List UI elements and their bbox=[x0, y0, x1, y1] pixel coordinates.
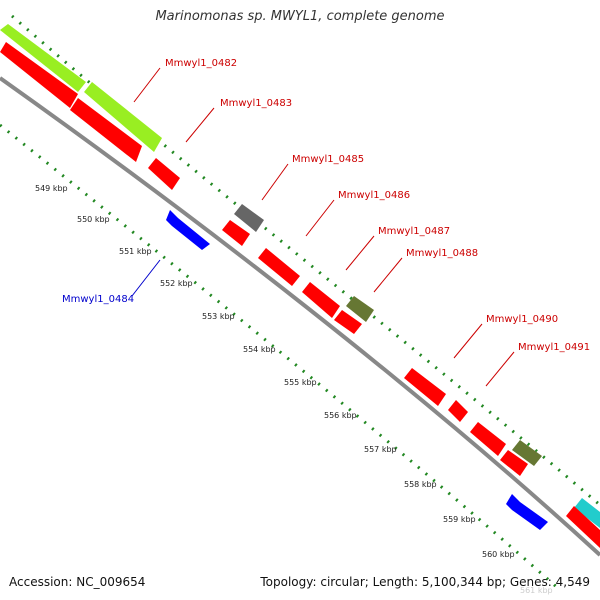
leader-0491 bbox=[485, 351, 515, 387]
inner-dotted-ring bbox=[0, 123, 561, 592]
tick-label: 561 kbp bbox=[520, 586, 553, 595]
tick-label: 552 kbp bbox=[160, 279, 193, 288]
leader-0490 bbox=[453, 323, 483, 359]
leader-0486 bbox=[305, 199, 335, 237]
gene-arrow-red-5[interactable] bbox=[258, 248, 300, 286]
tick-label: 549 kbp bbox=[35, 184, 68, 193]
tick-label: 553 kbp bbox=[202, 312, 235, 321]
gene-arrow-0482b[interactable] bbox=[84, 82, 162, 152]
gene-arrow-red-1[interactable] bbox=[0, 42, 78, 108]
gene-arrow-0484[interactable] bbox=[166, 210, 210, 250]
tick-label: 557 kbp bbox=[364, 445, 397, 454]
genome-backbone bbox=[0, 76, 600, 557]
tick-label: 550 kbp bbox=[77, 215, 110, 224]
gene-label-0483[interactable]: Mmwyl1_0483 bbox=[220, 98, 292, 109]
leader-0482 bbox=[133, 67, 161, 103]
accession-text: Accession: NC_009654 bbox=[9, 575, 146, 589]
tick-label: 555 kbp bbox=[284, 378, 317, 387]
gene-arrow-0482[interactable] bbox=[0, 24, 86, 92]
tick-label: 558 kbp bbox=[404, 480, 437, 489]
summary-text: Topology: circular; Length: 5,100,344 bp… bbox=[260, 575, 590, 589]
gene-label-0490[interactable]: Mmwyl1_0490 bbox=[486, 314, 558, 325]
gene-arrow-red-6[interactable] bbox=[302, 282, 340, 318]
tick-label: 560 kbp bbox=[482, 550, 515, 559]
gene-label-0484[interactable]: Mmwyl1_0484 bbox=[62, 294, 134, 305]
gene-label-0488[interactable]: Mmwyl1_0488 bbox=[406, 248, 478, 259]
leader-0487 bbox=[345, 235, 375, 271]
gene-arrow-red-4[interactable] bbox=[222, 220, 250, 246]
leader-0484 bbox=[131, 259, 161, 297]
leader-0485 bbox=[261, 163, 289, 201]
tick-label: 551 kbp bbox=[119, 247, 152, 256]
outer-dotted-ring bbox=[11, 14, 600, 507]
gene-arrow-red-7[interactable] bbox=[334, 310, 362, 334]
leader-0483 bbox=[185, 107, 215, 143]
gene-label-0486[interactable]: Mmwyl1_0486 bbox=[338, 190, 410, 201]
gene-arrow-red-2[interactable] bbox=[70, 98, 142, 162]
tick-label: 559 kbp bbox=[443, 515, 476, 524]
leader-0488 bbox=[373, 257, 403, 293]
tick-label: 556 kbp bbox=[324, 411, 357, 420]
gene-arrow-blue-2[interactable] bbox=[506, 494, 548, 530]
gene-label-0487[interactable]: Mmwyl1_0487 bbox=[378, 226, 450, 237]
map-title: Marinomonas sp. MWYL1, complete genome bbox=[155, 9, 445, 24]
tick-label: 554 kbp bbox=[243, 345, 276, 354]
gene-arrow-red-11[interactable] bbox=[500, 450, 528, 476]
gene-label-0482[interactable]: Mmwyl1_0482 bbox=[165, 58, 237, 69]
gene-arrow-red-9[interactable] bbox=[448, 400, 468, 422]
gene-arrow-0485[interactable] bbox=[234, 204, 264, 232]
gene-arrow-0488[interactable] bbox=[346, 296, 374, 322]
gene-arrow-red-12[interactable] bbox=[566, 506, 600, 548]
gene-arrow-red-10[interactable] bbox=[470, 422, 506, 456]
gene-label-0491[interactable]: Mmwyl1_0491 bbox=[518, 342, 590, 353]
gene-arrow-red-3[interactable] bbox=[148, 158, 180, 190]
gene-arrow-0491[interactable] bbox=[512, 440, 542, 466]
gene-arrow-cyan[interactable] bbox=[574, 498, 600, 528]
gene-arrow-red-8[interactable] bbox=[404, 368, 446, 406]
gene-label-0485[interactable]: Mmwyl1_0485 bbox=[292, 154, 364, 165]
